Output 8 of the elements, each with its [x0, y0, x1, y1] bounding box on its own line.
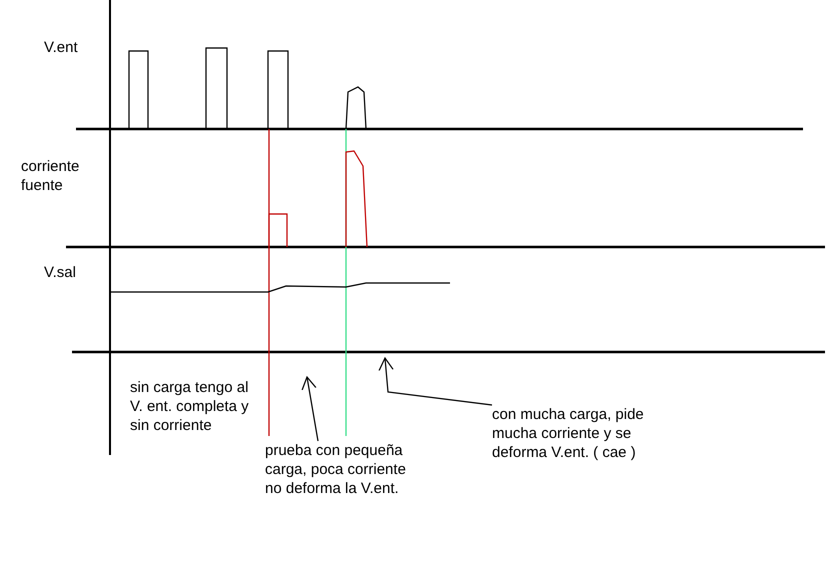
annotation-text: prueba con pequeña carga, poca corriente no deforma la V.ent. [265, 441, 425, 498]
leader-arrow [302, 376, 319, 442]
leader-arrow [378, 357, 492, 406]
text-label: sin carga tengo al V. ent. completa y sin corriente [130, 378, 250, 435]
annotation-text: con mucha carga, pide mucha corriente y se deforma V.ent. ( cae ) [492, 405, 672, 462]
text-label: corriente fuente [21, 157, 80, 195]
text-label: V.ent [44, 38, 79, 57]
text-label: V.sal [44, 263, 77, 282]
